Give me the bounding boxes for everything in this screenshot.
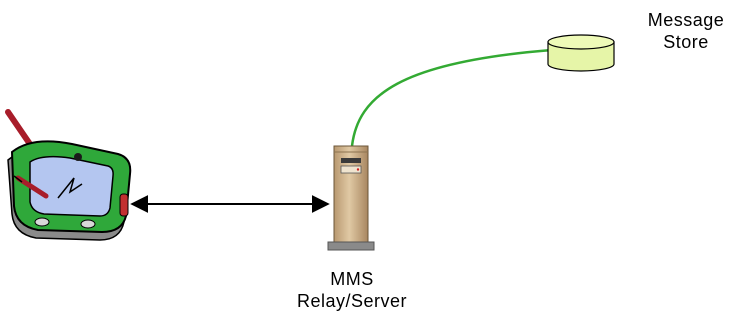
- server-tower-icon: [327, 145, 375, 251]
- message-store-label-line1: Message: [647, 10, 725, 30]
- server-store-link: [350, 48, 553, 147]
- pda-device-icon: [5, 109, 132, 241]
- mms-server-label-line1: MMS: [330, 269, 374, 289]
- message-store-label: Message Store: [630, 9, 742, 53]
- message-store-label-line2: Store: [663, 32, 709, 52]
- mms-server-label: MMS Relay/Server: [286, 268, 418, 312]
- database-icon: [547, 34, 615, 72]
- mms-server-label-line2: Relay/Server: [296, 291, 408, 311]
